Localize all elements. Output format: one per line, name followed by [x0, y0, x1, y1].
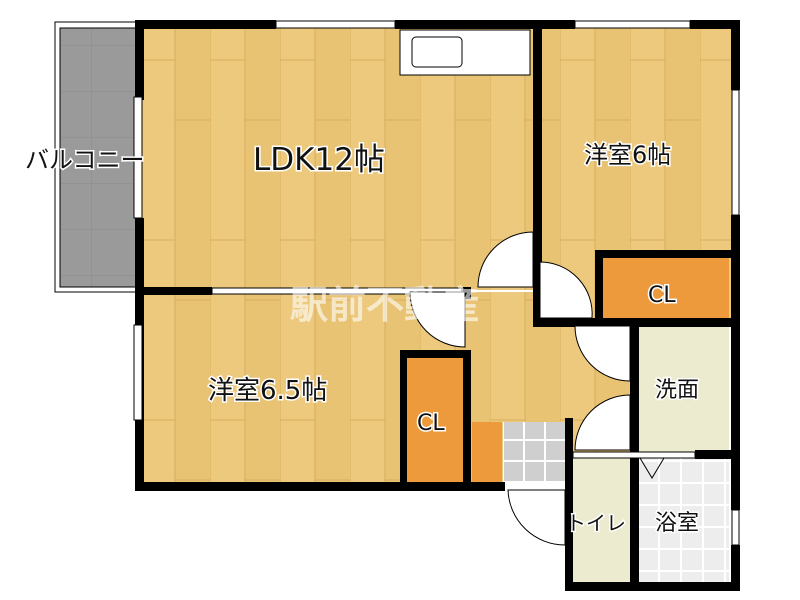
western-room-1-label: 洋室6帖	[584, 141, 671, 169]
kitchen-sink	[399, 29, 531, 76]
closet-1-label: CL	[648, 283, 676, 308]
windows	[133, 20, 740, 546]
western-room-2-label: 洋室6.5帖	[208, 376, 327, 406]
toilet-floor	[572, 458, 632, 582]
closet-2-label: CL	[417, 411, 445, 436]
shoe-storage	[472, 422, 502, 482]
entrance-tile	[503, 422, 565, 482]
watermark: 駅前不動産	[290, 283, 480, 327]
bathroom-floor	[639, 458, 729, 582]
washroom-label: 洗面	[655, 378, 699, 403]
closet-1	[601, 258, 729, 318]
ldk-label: LDK12帖	[253, 142, 385, 178]
toilet-label: トイレ	[566, 511, 626, 535]
doors	[409, 231, 696, 546]
washroom-floor	[639, 326, 729, 452]
balcony-label: バルコニー	[25, 146, 145, 174]
balcony	[54, 21, 142, 293]
bathroom-label: 浴室	[655, 511, 699, 536]
closet-2	[406, 358, 466, 482]
